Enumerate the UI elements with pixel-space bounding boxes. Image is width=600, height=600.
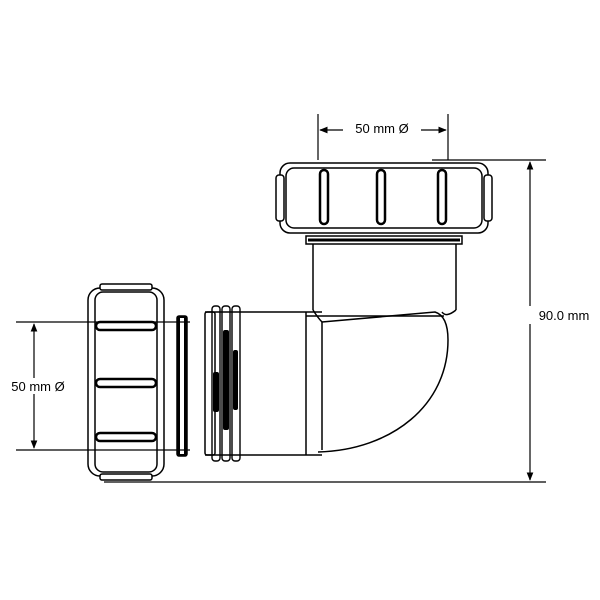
side-label-bg <box>4 378 76 394</box>
height-label: 90.0 mm <box>539 308 590 323</box>
sealing-washer <box>176 315 188 457</box>
top-thread-band <box>305 235 463 245</box>
side-diameter-label: 50 mm Ø <box>11 379 64 394</box>
height-label-bg <box>528 306 598 324</box>
top-label-bg <box>343 118 421 136</box>
elbow-bend <box>306 309 457 453</box>
thread-shading <box>213 330 238 430</box>
side-nut-grips <box>94 320 158 443</box>
elbow-vertical-body <box>312 238 457 310</box>
top-nut-grips <box>318 168 448 226</box>
male-thread <box>211 305 241 462</box>
top-diameter-label: 50 mm Ø <box>355 121 408 136</box>
